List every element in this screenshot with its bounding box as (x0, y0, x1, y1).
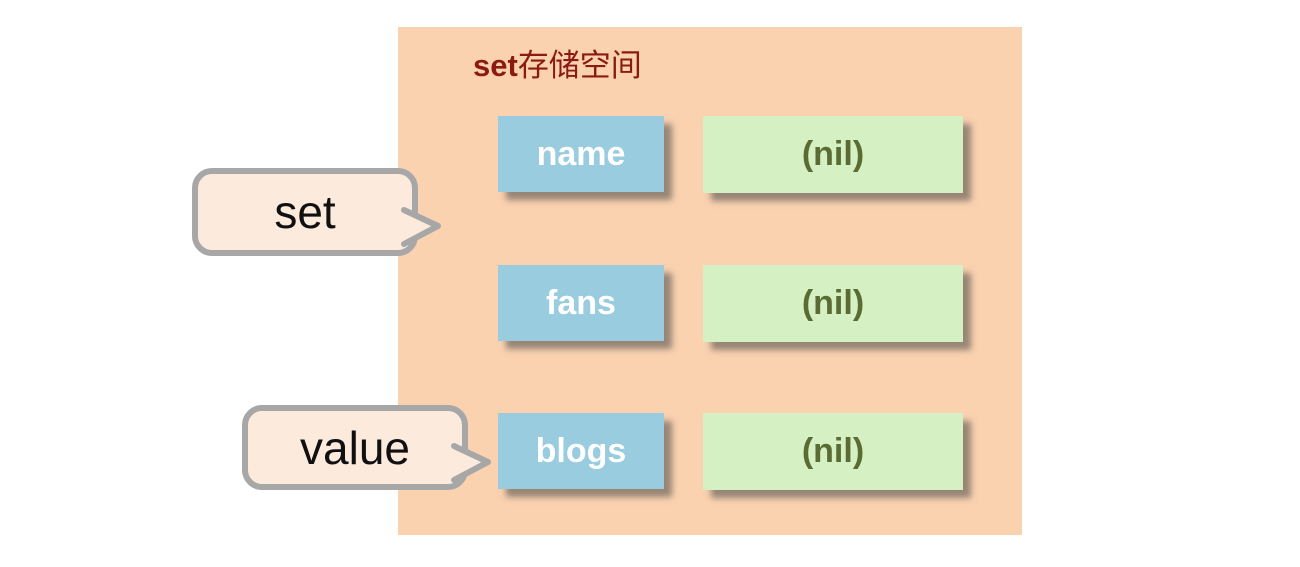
callout-value-label: value (300, 421, 410, 474)
value-box-nil: (nil) (703, 265, 963, 342)
callout-tail (401, 207, 441, 247)
callout-tail (451, 443, 491, 483)
callout-set: set (192, 168, 418, 256)
value-box-nil: (nil) (703, 116, 963, 193)
key-box-fans: fans (498, 265, 664, 341)
value-box-nil: (nil) (703, 413, 963, 490)
key-box-blogs: blogs (498, 413, 664, 489)
set-storage-panel: set存储空间 name (nil) fans (nil) blogs (nil… (398, 27, 1022, 535)
callout-value: value (242, 405, 468, 490)
panel-title: set存储空间 (473, 48, 642, 83)
key-box-name: name (498, 116, 664, 192)
callout-set-label: set (274, 186, 336, 238)
title-set-keyword: set (473, 48, 518, 83)
title-chinese-text: 存储空间 (517, 48, 642, 83)
